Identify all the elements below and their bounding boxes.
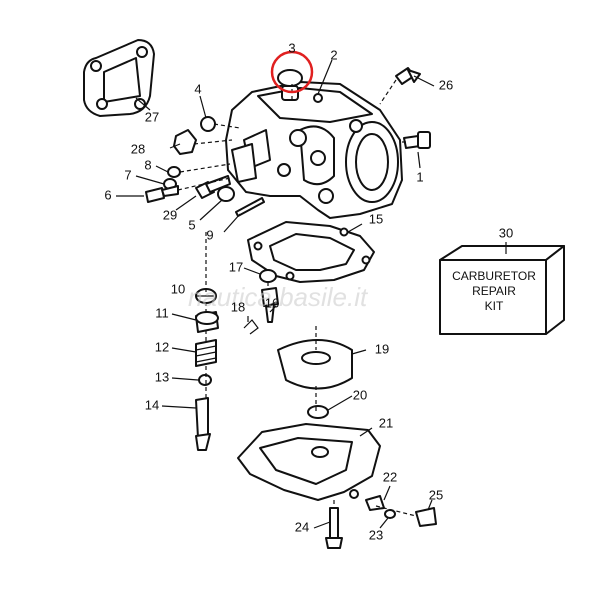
kit-line-1: CARBURETOR — [452, 269, 536, 283]
part-23 — [384, 509, 396, 519]
part-18-clip — [243, 319, 259, 335]
part-labels: 1 2 3 4 5 6 7 8 9 10 11 12 13 14 15 16 1… — [104, 40, 513, 542]
part-26-fitting — [395, 67, 421, 85]
part-label-24: 24 — [295, 519, 309, 534]
part-label-1: 1 — [416, 169, 423, 184]
part-label-11: 11 — [155, 305, 169, 320]
part-label-9: 9 — [206, 227, 213, 242]
part-15-gasket — [247, 221, 375, 283]
part-label-4: 4 — [194, 81, 201, 96]
part-29 — [195, 175, 231, 199]
part-19-float — [277, 339, 353, 390]
part-label-25: 25 — [429, 487, 443, 502]
part-label-19: 19 — [375, 341, 389, 356]
part-label-15: 15 — [369, 211, 383, 226]
part-label-18: 18 — [231, 299, 245, 314]
part-label-8: 8 — [144, 157, 151, 172]
kit-line-2: REPAIR — [472, 284, 516, 298]
part-label-26: 26 — [439, 77, 453, 92]
part-11-seat — [195, 311, 219, 333]
part-label-23: 23 — [369, 527, 383, 542]
part-label-13: 13 — [155, 369, 169, 384]
part-8-washer — [167, 166, 181, 178]
part-5-washer — [217, 186, 235, 202]
part-label-22: 22 — [383, 469, 397, 484]
part-label-2: 2 — [330, 47, 337, 62]
watermark-text: nautica basile.it — [188, 282, 369, 312]
part-label-16: 16 — [265, 295, 279, 310]
part-label-17: 17 — [229, 259, 243, 274]
part-label-29: 29 — [163, 207, 177, 222]
part-2-ball — [313, 93, 323, 103]
part-21-float-bowl — [237, 423, 381, 501]
leader-lines — [116, 59, 507, 529]
kit-line-3: KIT — [485, 299, 504, 313]
assembly-lines — [177, 79, 417, 517]
part-24-bolt — [325, 507, 343, 549]
gasket-27 — [83, 39, 155, 117]
carburetor-body — [225, 81, 403, 219]
part-28-nut — [173, 129, 197, 155]
part-14-needle — [195, 397, 211, 451]
part-13-washer — [198, 374, 212, 386]
part-1-screw — [403, 131, 431, 149]
part-label-5: 5 — [188, 217, 195, 232]
part-20 — [307, 405, 329, 419]
part-label-7: 7 — [124, 167, 131, 182]
part-label-27: 27 — [145, 109, 159, 124]
part-30-repair-kit — [439, 245, 565, 335]
part-label-10: 10 — [171, 281, 185, 296]
part-label-20: 20 — [353, 387, 367, 402]
part-16-needle-valve — [261, 287, 279, 323]
part-label-14: 14 — [145, 397, 159, 412]
part-label-3: 3 — [288, 40, 295, 55]
kit-box-text: CARBURETOR REPAIR KIT — [452, 269, 536, 313]
part-12-spring — [195, 339, 217, 367]
part-17 — [259, 269, 277, 283]
part-4-ball — [200, 116, 216, 132]
part-label-12: 12 — [155, 339, 169, 354]
part-6-screw — [145, 185, 179, 203]
part-label-28: 28 — [131, 141, 145, 156]
part-25 — [415, 507, 437, 527]
part-label-30: 30 — [499, 225, 513, 240]
part-22 — [365, 495, 385, 511]
part-label-21: 21 — [379, 415, 393, 430]
part-label-6: 6 — [104, 187, 111, 202]
part-3-plug — [277, 69, 303, 87]
highlight-circle — [270, 50, 314, 94]
part-9-pin — [235, 197, 265, 217]
